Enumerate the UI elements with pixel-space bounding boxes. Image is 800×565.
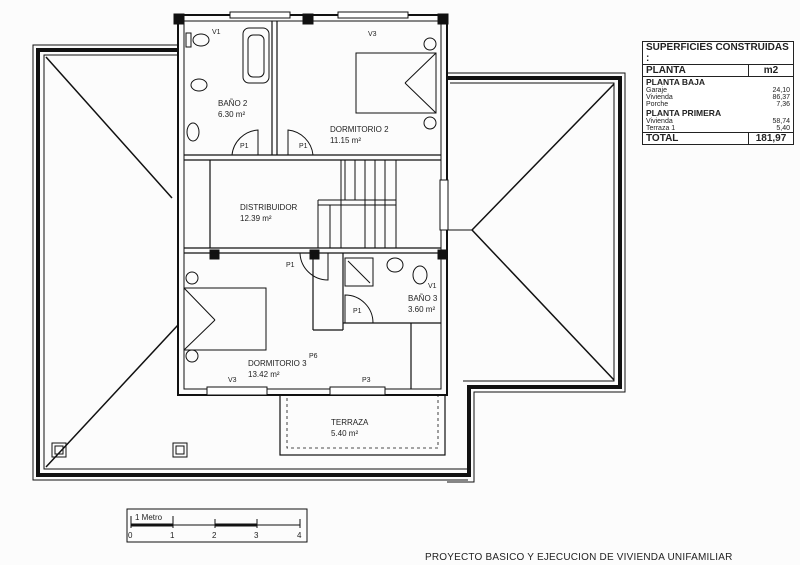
terrace — [279, 394, 446, 456]
room-dormitorio-3: DORMITORIO 3 13.42 m² — [248, 358, 307, 380]
window-label: V1 — [212, 29, 221, 36]
room-area: 3.60 m² — [408, 305, 436, 314]
col-header: PLANTA — [646, 65, 686, 76]
total-label: TOTAL — [646, 133, 679, 144]
row-value: 58,74 — [772, 118, 790, 125]
table-row: Terraza 1 5,40 — [643, 125, 793, 132]
room-name: DISTRIBUIDOR — [240, 203, 298, 212]
door-label: P1 — [240, 143, 249, 150]
table-header: PLANTA m2 — [643, 65, 793, 77]
scale-tick: 3 — [254, 531, 259, 540]
room-name: TERRAZA — [331, 418, 369, 427]
room-terraza: TERRAZA 5.40 m² — [331, 417, 368, 439]
scale-tick: 0 — [128, 531, 133, 540]
right-roof — [447, 72, 626, 483]
row-value: 7,36 — [776, 101, 790, 108]
bidet-icon — [190, 78, 208, 92]
room-dormitorio-2: DORMITORIO 2 11.15 m² — [330, 124, 389, 146]
scale-label: 1 Metro — [135, 513, 163, 522]
toilet-icon — [386, 257, 428, 285]
room-bano-2: BAÑO 2 6.30 m² — [218, 98, 247, 120]
window-label: V3 — [228, 377, 237, 384]
bed-dormitorio-2 — [355, 52, 437, 114]
row-label: Vivienda — [646, 94, 673, 101]
row-label: Vivienda — [646, 118, 673, 125]
chimney-vents — [51, 442, 188, 458]
project-title: PROYECTO BASICO Y EJECUCION DE VIVIENDA … — [425, 552, 733, 563]
row-label: Terraza 1 — [646, 125, 676, 132]
window-label: V1 — [428, 283, 437, 290]
row-value: 24,10 — [772, 87, 790, 94]
room-area: 6.30 m² — [218, 110, 246, 119]
room-name: BAÑO 3 — [408, 294, 438, 303]
table-row: Garaje 24,10 — [643, 87, 793, 94]
row-value: 86,37 — [772, 94, 790, 101]
interior-walls — [184, 21, 441, 389]
col-header: m2 — [748, 65, 793, 76]
door-label: P3 — [362, 377, 371, 384]
room-area: 12.39 m² — [240, 214, 272, 223]
row-label: Porche — [646, 101, 669, 108]
room-distribuidor: DISTRIBUIDOR 12.39 m² — [240, 202, 297, 224]
bathtub — [242, 27, 270, 84]
room-name: BAÑO 2 — [218, 99, 248, 108]
table-row: Porche 7,36 — [643, 101, 793, 108]
exterior-walls — [173, 11, 449, 396]
room-area: 5.40 m² — [331, 429, 359, 438]
window-label: V3 — [368, 31, 377, 38]
room-name: DORMITORIO 3 — [248, 359, 307, 368]
surface-table: SUPERFICIES CONSTRUIDAS : PLANTA m2 PLANT… — [642, 41, 794, 145]
scale-bar — [126, 508, 308, 543]
bed-dormitorio-3 — [183, 287, 267, 351]
room-area: 11.15 m² — [330, 136, 361, 145]
staircase — [317, 160, 397, 248]
total-value: 181,97 — [748, 133, 793, 144]
toilet-icon — [185, 32, 210, 48]
sink-icon — [186, 122, 200, 142]
table-total: TOTAL 181,97 — [643, 132, 793, 144]
table-row: Vivienda 58,74 — [643, 118, 793, 125]
scale-tick: 2 — [212, 531, 217, 540]
door-label: P1 — [286, 262, 295, 269]
room-bano-3: BAÑO 3 3.60 m² — [408, 293, 437, 315]
room-area: 13.42 m² — [248, 370, 280, 379]
section-header: PLANTA BAJA — [646, 77, 706, 87]
door-label: P1 — [299, 143, 308, 150]
table-title: SUPERFICIES CONSTRUIDAS : — [643, 42, 793, 65]
row-label: Garaje — [646, 87, 668, 94]
table-row: Vivienda 86,37 — [643, 94, 793, 101]
scale-tick: 1 — [170, 531, 175, 540]
room-name: DORMITORIO 2 — [330, 125, 389, 134]
row-value: 5,40 — [776, 125, 790, 132]
column-marks — [185, 37, 437, 363]
door-label: P1 — [353, 308, 362, 315]
door-label: P6 — [309, 353, 318, 360]
section-header: PLANTA PRIMERA — [646, 108, 722, 118]
scale-tick: 4 — [297, 531, 302, 540]
doors — [231, 129, 374, 324]
left-roof — [32, 44, 468, 481]
shower-icon — [344, 257, 374, 287]
